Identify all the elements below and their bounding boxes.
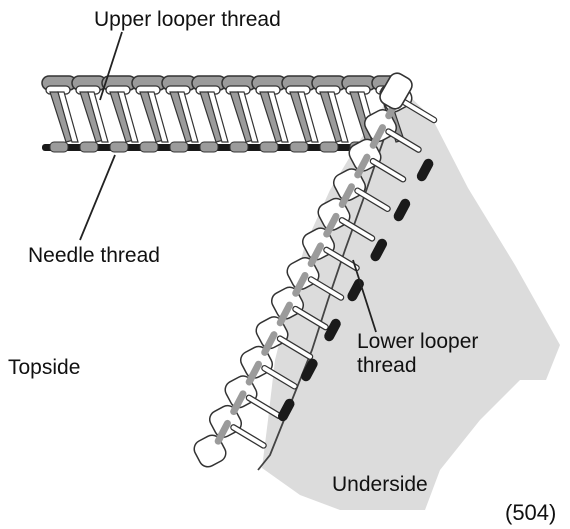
lower-edge-loop <box>200 142 218 152</box>
lower-edge-loop <box>80 142 98 152</box>
upper-looper-thread-label: Upper looper thread <box>94 8 281 32</box>
figure-number: (504) <box>505 500 556 525</box>
horizontal-seam <box>42 76 406 152</box>
lower-looper-thread-label: Lower looper thread <box>357 330 478 378</box>
needle-thread-label: Needle thread <box>28 244 160 268</box>
lower-edge-loop <box>260 142 278 152</box>
lower-looper-label-line1: Lower looper <box>357 330 478 353</box>
lower-edge-loop <box>170 142 188 152</box>
lower-edge-loop <box>230 142 248 152</box>
needle-thread-leader <box>80 155 115 240</box>
topside-label: Topside <box>8 356 80 380</box>
lower-looper-label-line2: thread <box>357 354 417 377</box>
lower-edge-loop <box>50 142 68 152</box>
lower-edge-loop <box>110 142 128 152</box>
lower-edge-loop <box>290 142 308 152</box>
underside-label: Underside <box>332 473 428 497</box>
lower-edge-loop <box>320 142 338 152</box>
lower-edge-loop <box>140 142 158 152</box>
diagonal-lower-strand <box>234 427 264 445</box>
